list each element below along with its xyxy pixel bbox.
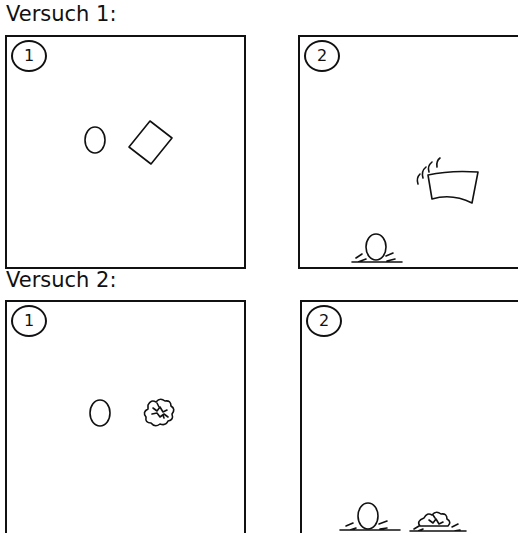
comic-panel: 2 <box>300 300 518 533</box>
callout-number: 2 <box>306 305 342 337</box>
comic-panel: 2 <box>298 35 518 269</box>
egg <box>366 234 386 260</box>
egg <box>85 127 105 153</box>
paper-sheet <box>129 121 172 164</box>
callout-number: 2 <box>304 40 340 72</box>
crumpled-paper <box>144 399 173 426</box>
egg <box>90 400 110 426</box>
comic-panel: 1 <box>5 300 246 533</box>
egg <box>358 503 378 529</box>
callout-number: 1 <box>11 40 47 72</box>
impact-marks <box>352 253 402 262</box>
impact-marks <box>340 521 400 530</box>
motion-lines <box>417 158 440 184</box>
callout-number: 1 <box>11 305 47 337</box>
section-heading: Versuch 2: <box>6 268 117 292</box>
comic-panel: 1 <box>5 35 246 269</box>
crumpled-paper <box>410 512 466 531</box>
falling-paper <box>428 171 478 203</box>
section-heading: Versuch 1: <box>6 2 117 26</box>
